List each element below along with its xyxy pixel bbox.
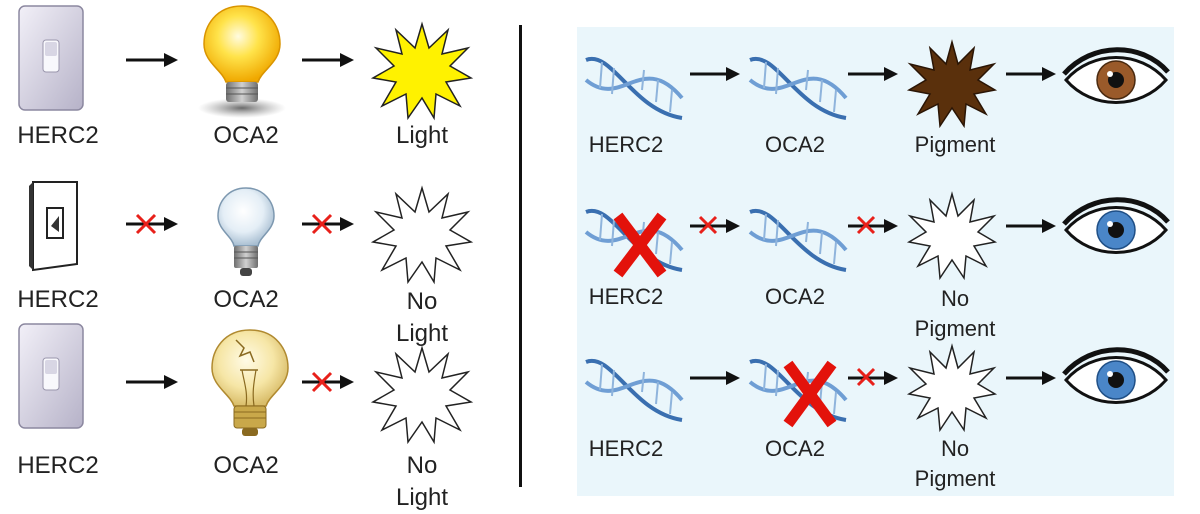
empty-starburst-icon: [370, 185, 474, 285]
blue-eye-icon: [1062, 197, 1170, 254]
light-starburst-icon: [370, 21, 474, 121]
light-switch-icon: [18, 323, 84, 429]
empty-starburst-icon: [906, 343, 998, 433]
arrow-icon: [690, 67, 740, 81]
result-label: Pigment: [914, 132, 996, 157]
pigment-starburst-icon: [906, 39, 998, 129]
gene-label-oca2: OCA2: [765, 132, 825, 157]
light-bulb-on-icon: [198, 5, 286, 118]
dna-helix-icon: [584, 358, 684, 422]
result-label: No Light: [395, 452, 449, 511]
divider-line: [519, 25, 522, 487]
big-cross-icon: [783, 360, 837, 428]
gene-label-oca2: OCA2: [765, 284, 825, 309]
gene-label-herc2: HERC2: [588, 132, 664, 157]
dna-helix-icon: [748, 208, 848, 272]
gene-label-oca2: OCA2: [213, 452, 279, 479]
result-label: No Light: [395, 288, 449, 347]
big-cross-icon: [613, 212, 667, 278]
light-switch-off-icon: [29, 181, 78, 272]
light-bulb-off-icon: [217, 187, 275, 276]
arrow-icon: [126, 375, 178, 389]
arrow-icon: [1006, 219, 1056, 233]
gene-label-herc2: HERC2: [588, 436, 664, 461]
dna-helix-icon: [584, 56, 684, 120]
gene-label-oca2: OCA2: [765, 436, 825, 461]
gene-label-herc2: HERC2: [17, 122, 99, 149]
gene-label-oca2: OCA2: [213, 122, 279, 149]
cross-mark-icon: [135, 213, 157, 235]
empty-starburst-icon: [906, 191, 998, 281]
cross-mark-icon: [856, 215, 876, 235]
cross-mark-icon: [856, 367, 876, 387]
light-switch-icon: [18, 5, 84, 111]
arrow-icon: [1006, 67, 1056, 81]
arrow-icon: [126, 53, 178, 67]
arrow-icon: [690, 371, 740, 385]
arrow-icon: [848, 67, 898, 81]
arrow-icon: [302, 53, 354, 67]
cross-mark-icon: [698, 215, 718, 235]
blue-eye-icon: [1062, 347, 1170, 404]
result-label: Light: [395, 122, 449, 149]
result-label: No Pigment: [914, 436, 996, 491]
arrow-icon: [1006, 371, 1056, 385]
dna-helix-icon: [748, 56, 848, 120]
brown-eye-icon: [1062, 47, 1170, 104]
cross-mark-icon: [311, 213, 333, 235]
gene-label-herc2: HERC2: [17, 286, 99, 313]
cross-mark-icon: [311, 371, 333, 393]
gene-label-herc2: HERC2: [588, 284, 664, 309]
gene-label-herc2: HERC2: [17, 452, 99, 479]
broken-light-bulb-icon: [211, 329, 289, 436]
result-label: No Pigment: [914, 286, 996, 341]
empty-starburst-icon: [370, 345, 474, 445]
gene-label-oca2: OCA2: [213, 286, 279, 313]
